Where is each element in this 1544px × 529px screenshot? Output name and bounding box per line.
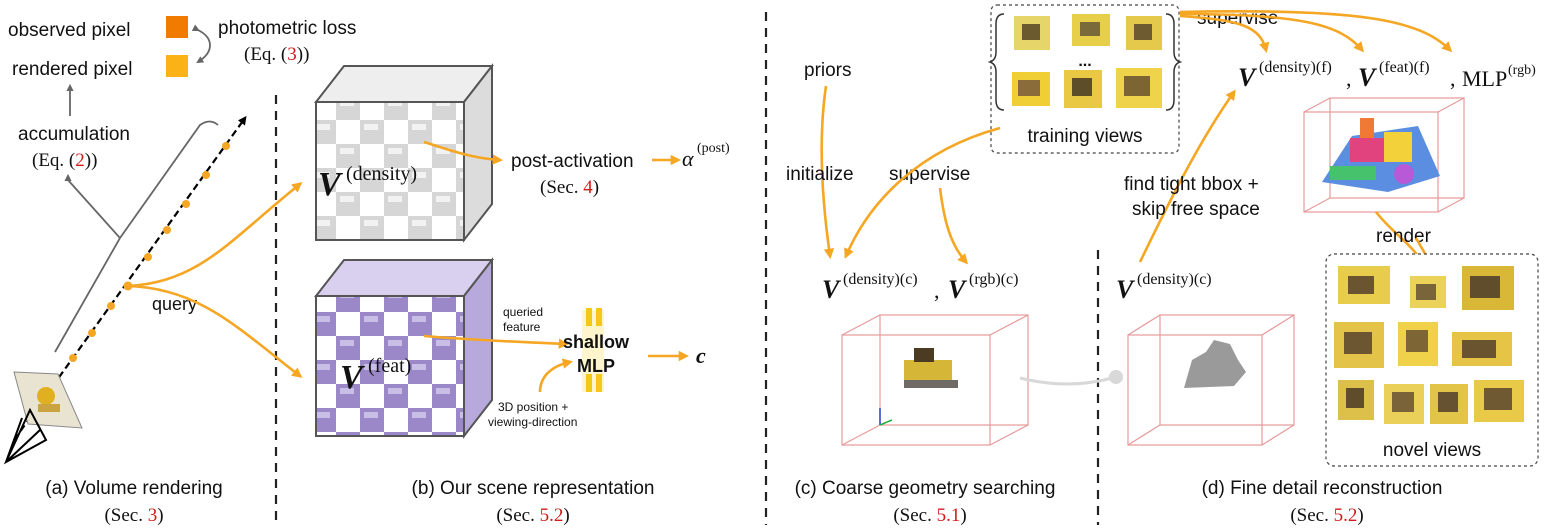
color-symbol: c bbox=[696, 343, 706, 368]
supervise-label-c: supervise bbox=[889, 164, 970, 185]
accumulation-brace bbox=[54, 120, 219, 353]
shallow-label: shallow bbox=[563, 332, 630, 352]
initialize-label: initialize bbox=[786, 164, 854, 185]
caption-a: (a) Volume rendering bbox=[45, 478, 222, 499]
queried-label: queried bbox=[503, 305, 543, 319]
supervise-arrow-rgb bbox=[938, 187, 969, 265]
density-f-symbol: V bbox=[1238, 63, 1258, 92]
observed-pixel-swatch bbox=[166, 16, 188, 38]
supervise-arrow-density-f bbox=[1179, 14, 1270, 54]
caption-b: (b) Our scene representation bbox=[412, 478, 655, 499]
density-c-symbol: V bbox=[822, 275, 842, 304]
mlp-rgb-sup: (rgb) bbox=[1508, 63, 1536, 78]
mlp-rgb-label: MLP bbox=[1462, 66, 1507, 91]
training-views-box: ... training views bbox=[987, 4, 1183, 154]
shallow-mlp-block bbox=[582, 308, 604, 392]
geometry-transfer-connector bbox=[1019, 376, 1113, 386]
panel-d: supervise V (density)(f) , V (feat)(f) ,… bbox=[1116, 8, 1539, 526]
query-label: query bbox=[152, 294, 197, 314]
panel-c: priors initialize supervise ... training… bbox=[786, 4, 1183, 526]
coarse-occupancy-box bbox=[1127, 314, 1295, 446]
comma-c: , bbox=[934, 278, 940, 303]
photometric-double-arrow bbox=[191, 24, 211, 64]
render-label: render bbox=[1376, 226, 1432, 247]
novel-views-box: novel views bbox=[1325, 253, 1539, 467]
post-activation-arrow bbox=[423, 140, 504, 165]
rendered-pixel-swatch bbox=[166, 55, 188, 77]
accumulation-label: accumulation bbox=[18, 124, 130, 145]
accumulation-eq: (Eq. (2)) bbox=[32, 150, 97, 171]
position-line2: viewing-direction bbox=[488, 415, 577, 429]
position-arrow bbox=[538, 358, 574, 393]
rgb-c-symbol: V bbox=[948, 275, 968, 304]
mlp-label: MLP bbox=[577, 356, 615, 376]
alpha-sup: (post) bbox=[697, 141, 730, 156]
density-c-symbol-d: V bbox=[1116, 275, 1136, 304]
panel-b: V (density) post-activation (Sec. 4) α (… bbox=[313, 63, 730, 526]
find-bbox-line2: skip free space bbox=[1132, 199, 1260, 220]
density-c-sup-d: (density)(c) bbox=[1137, 271, 1212, 288]
post-activation-sec: (Sec. 4) bbox=[540, 177, 599, 198]
post-activation-label: post-activation bbox=[511, 151, 634, 172]
feature-label: feature bbox=[503, 320, 541, 334]
feature-grid-symbol: V bbox=[340, 359, 365, 396]
queried-feature-arrow bbox=[423, 334, 570, 349]
supervise-arrow-feat-f bbox=[1179, 12, 1365, 53]
density-grid-symbol: V bbox=[318, 166, 343, 203]
rendered-pixel-label: rendered pixel bbox=[12, 59, 132, 80]
novel-views-label: novel views bbox=[1383, 440, 1481, 461]
caption-b-sec: (Sec. 5.2) bbox=[496, 505, 569, 526]
density-grid-sup: (density) bbox=[346, 163, 417, 185]
rgb-c-sup: (rgb)(c) bbox=[969, 271, 1018, 288]
caption-a-sec: (Sec. 3) bbox=[104, 505, 163, 526]
priors-arrow bbox=[820, 85, 835, 260]
training-views-label: training views bbox=[1027, 126, 1142, 147]
coarse-occupancy-silhouette bbox=[1184, 340, 1246, 388]
priors-label: priors bbox=[804, 60, 852, 81]
fine-feature-reconstruction bbox=[1322, 118, 1440, 192]
novel-view-thumbnails bbox=[1334, 266, 1524, 424]
density-grid-cube: V (density) bbox=[313, 63, 495, 243]
find-bbox-arrow bbox=[1138, 89, 1236, 263]
training-views-ellipsis: ... bbox=[1078, 53, 1091, 70]
photometric-loss-label: photometric loss bbox=[218, 18, 356, 39]
coarse-geometry-object bbox=[904, 348, 958, 388]
density-f-sup: (density)(f) bbox=[1259, 59, 1332, 76]
photometric-eq: (Eq. (3)) bbox=[244, 44, 309, 65]
observed-pixel-label: observed pixel bbox=[8, 20, 131, 41]
density-c-sup: (density)(c) bbox=[843, 271, 918, 288]
feature-grid-sup: (feat) bbox=[368, 355, 411, 377]
feat-f-symbol: V bbox=[1358, 63, 1378, 92]
camera-icon bbox=[3, 371, 83, 465]
caption-d-sec: (Sec. 5.2) bbox=[1290, 505, 1363, 526]
feature-grid-cube: V (feat) bbox=[313, 257, 495, 439]
comma-d2: , bbox=[1450, 66, 1456, 91]
comma-d1: , bbox=[1346, 66, 1352, 91]
coarse-bounding-box bbox=[841, 314, 1029, 446]
find-bbox-line1: find tight bbox + bbox=[1124, 174, 1259, 195]
caption-c: (c) Coarse geometry searching bbox=[795, 478, 1056, 499]
feat-f-sup: (feat)(f) bbox=[1379, 59, 1430, 76]
fine-bounding-box bbox=[1303, 97, 1465, 213]
query-arrow-feat bbox=[127, 284, 303, 378]
caption-c-sec: (Sec. 5.1) bbox=[893, 505, 966, 526]
supervise-arrow-density bbox=[844, 126, 1001, 259]
training-view-thumbnails bbox=[1012, 14, 1162, 108]
caption-d: (d) Fine detail reconstruction bbox=[1202, 478, 1443, 499]
position-line1: 3D position + bbox=[498, 400, 568, 414]
query-arrow-density bbox=[127, 182, 303, 288]
supervise-arrow-mlp-rgb bbox=[1179, 9, 1453, 53]
alpha-symbol: α bbox=[682, 146, 694, 171]
panel-a: observed pixel rendered pixel photometri… bbox=[3, 16, 356, 526]
